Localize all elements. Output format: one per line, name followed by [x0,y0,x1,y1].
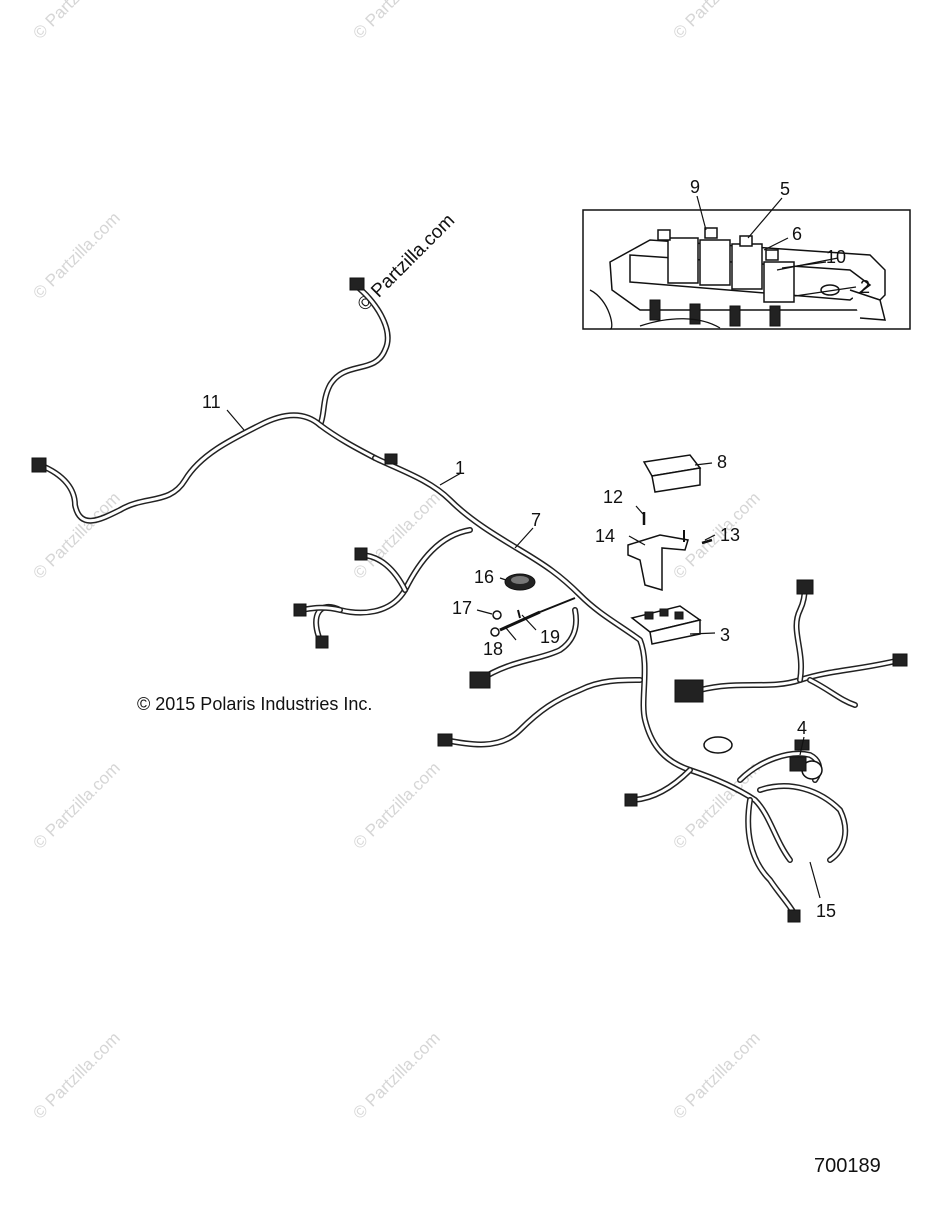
callout-7: 7 [531,510,541,530]
callout-13: 13 [720,525,740,545]
callout-3: 3 [720,625,730,645]
leader-lines [226,195,857,899]
callout-labels: 1 2 3 4 5 6 7 8 9 10 11 12 13 14 15 16 1… [202,177,870,921]
callout-19: 19 [540,627,560,647]
callout-9: 9 [690,177,700,197]
callout-14: 14 [595,526,615,546]
watermark: © Partzilla.com [29,0,123,43]
watermark: © Partzilla.com [29,1028,123,1122]
item-14-bracket [627,534,689,592]
callout-10: 10 [826,247,846,267]
watermark: © Partzilla.com [29,758,123,852]
small-parts [490,454,807,772]
callout-2: 2 [860,277,870,297]
callout-16: 16 [474,567,494,587]
watermark: © Partzilla.com [349,758,443,852]
callout-6: 6 [792,224,802,244]
inset-fuse-box-detail [582,209,911,330]
watermark: © Partzilla.com [669,0,763,43]
callout-12: 12 [603,487,623,507]
copyright-notice: © 2015 Polaris Industries Inc. [137,694,372,714]
item-4-connector [789,756,807,772]
watermark: © Partzilla.com [349,0,443,43]
watermark: © Partzilla.com [29,208,123,302]
callout-18: 18 [483,639,503,659]
diagram-number: 700189 [814,1155,881,1177]
callout-5: 5 [780,179,790,199]
callout-15: 15 [816,901,836,921]
watermark: © Partzilla.com [669,1028,763,1122]
callout-11: 11 [202,392,221,412]
callout-4: 4 [797,718,807,738]
callout-1: 1 [455,458,465,478]
watermark: © Partzilla.com [349,1028,443,1122]
watermark: © Partzilla.com [349,488,443,582]
callout-8: 8 [717,452,727,472]
callout-17: 17 [452,598,472,618]
